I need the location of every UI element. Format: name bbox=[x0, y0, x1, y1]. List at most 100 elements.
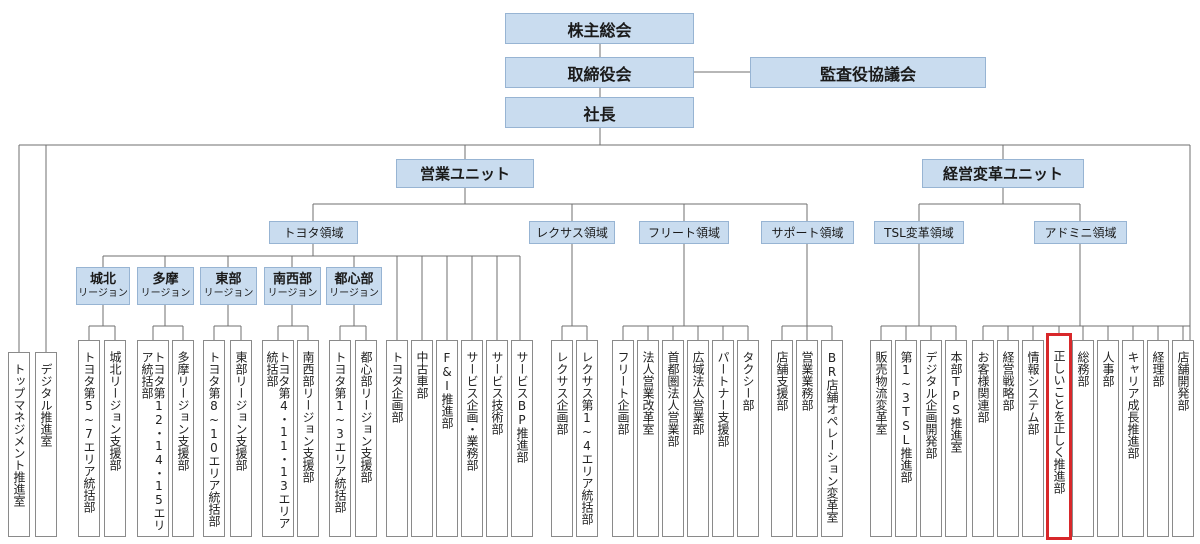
dept-label: お客様関連部 bbox=[976, 351, 990, 423]
dept-toyota-area-4-11-13: トヨタ第4・11・13エリア統括部 bbox=[262, 340, 294, 537]
dept-label: トヨタ第4・11・13エリア統括部 bbox=[265, 351, 291, 529]
dept-label: BR店舗オペレーション変革室 bbox=[825, 351, 839, 523]
fleet-domain-box: フリート領域 bbox=[639, 221, 729, 244]
dept-toyota-area-8-10: トヨタ第8~10エリア統括部 bbox=[203, 340, 225, 537]
dept-tobu-support: 東部リージョン支援部 bbox=[230, 340, 252, 537]
dept-label: 経営戦略部 bbox=[1001, 351, 1015, 411]
dept-taxi: タクシー部 bbox=[737, 340, 759, 537]
dept-br-store-ops: BR店舗オペレーション変革室 bbox=[821, 340, 843, 537]
dept-service-bp: サービスBP推進部 bbox=[511, 340, 533, 537]
tsl-domain-label: TSL変革領域 bbox=[884, 226, 954, 240]
transformation-unit-box: 経営変革ユニット bbox=[922, 159, 1084, 188]
dept-label: トヨタ第8~10エリア統括部 bbox=[207, 351, 221, 527]
region-name: 都心部 bbox=[334, 271, 374, 287]
region-box-johoku: 城北 リージョン bbox=[76, 267, 130, 305]
tsl-domain-box: TSL変革領域 bbox=[874, 221, 964, 244]
dept-label: 情報システム部 bbox=[1026, 351, 1040, 435]
dept-metro-corporate: 首都圏法人営業部 bbox=[662, 340, 684, 537]
dept-lexus-planning: レクサス企画部 bbox=[551, 340, 573, 537]
dept-service-tech: サービス技術部 bbox=[486, 340, 508, 537]
sales-unit-label: 営業ユニット bbox=[419, 165, 510, 183]
dept-label: 店舗開発部 bbox=[1176, 351, 1190, 411]
dept-career-growth: キャリア成長推進部 bbox=[1122, 340, 1144, 537]
support-domain-label: サポート領域 bbox=[771, 226, 844, 240]
board-box: 取締役会 bbox=[505, 57, 694, 88]
dept-label: 中古車部 bbox=[415, 351, 429, 399]
dept-corporate-strategy: 経営戦略部 bbox=[997, 340, 1019, 537]
lexus-domain-box: レクサス領域 bbox=[529, 221, 615, 244]
dept-label: サービスBP推進部 bbox=[515, 351, 529, 463]
dept-label: 城北リージョン支援部 bbox=[108, 351, 122, 471]
dept-label: 都心部リージョン支援部 bbox=[359, 351, 373, 483]
dept-label: サービス技術部 bbox=[490, 351, 504, 435]
dept-human-resources: 人事部 bbox=[1097, 340, 1119, 537]
dept-partner-support: パートナー支援部 bbox=[712, 340, 734, 537]
dept-label: トヨタ第5~7エリア統括部 bbox=[82, 351, 96, 513]
dept-label: 店舗支援部 bbox=[775, 351, 789, 411]
dept-general-affairs: 総務部 bbox=[1072, 340, 1094, 537]
dept-label: レクサス企画部 bbox=[555, 351, 569, 435]
dept-do-right-things-right: 正しいことを正しく推進部 bbox=[1046, 333, 1072, 540]
region-sub: リージョン bbox=[78, 287, 128, 299]
dept-toyota-area-5-7: トヨタ第5~7エリア統括部 bbox=[78, 340, 100, 537]
sales-unit-box: 営業ユニット bbox=[396, 159, 534, 188]
region-name: 城北 bbox=[89, 271, 116, 287]
dept-label: F&I推進部 bbox=[440, 351, 454, 429]
dept-label: 広域法人営業部 bbox=[691, 351, 705, 435]
shareholders-meeting-label: 株主総会 bbox=[567, 20, 632, 40]
region-name: 南西部 bbox=[272, 271, 312, 287]
dept-tsl-1-3: 第1~3TSL推進部 bbox=[895, 340, 917, 537]
region-sub: リージョン bbox=[203, 287, 254, 299]
dept-label: トヨタ企画部 bbox=[390, 351, 404, 423]
dept-label: パートナー支援部 bbox=[716, 351, 730, 447]
dept-wide-area-corporate: 広域法人営業部 bbox=[687, 340, 709, 537]
dept-label: デジタル企画開発部 bbox=[924, 351, 938, 459]
dept-information-systems: 情報システム部 bbox=[1022, 340, 1044, 537]
region-name: 東部 bbox=[215, 271, 242, 287]
dept-label: 販売物流変革室 bbox=[874, 351, 888, 435]
dept-used-cars: 中古車部 bbox=[411, 340, 433, 537]
dept-label: 営業業務部 bbox=[800, 351, 814, 411]
dept-accounting: 経理部 bbox=[1147, 340, 1169, 537]
dept-label: キャリア成長推進部 bbox=[1126, 351, 1140, 459]
dept-store-support: 店舗支援部 bbox=[771, 340, 793, 537]
dept-tama-support: 多摩リージョン支援部 bbox=[172, 340, 194, 537]
dept-nanseibu-support: 南西部リージョン支援部 bbox=[297, 340, 319, 537]
dept-service-planning: サービス企画・業務部 bbox=[461, 340, 483, 537]
auditors-board-label: 監査役協議会 bbox=[819, 64, 916, 84]
president-box: 社長 bbox=[505, 97, 694, 128]
admin-domain-label: アドミニ領域 bbox=[1044, 226, 1117, 240]
dept-toshinbu-support: 都心部リージョン支援部 bbox=[355, 340, 377, 537]
dept-label: 首都圏法人営業部 bbox=[666, 351, 680, 447]
dept-label: 法人営業改革室 bbox=[641, 351, 655, 435]
dept-fi: F&I推進部 bbox=[436, 340, 458, 537]
dept-digital: デジタル推進室 bbox=[35, 352, 57, 537]
shareholders-meeting-box: 株主総会 bbox=[505, 13, 694, 44]
dept-label: 多摩リージョン支援部 bbox=[176, 351, 190, 471]
fleet-domain-label: フリート領域 bbox=[647, 226, 720, 240]
dept-digital-planning: デジタル企画開発部 bbox=[920, 340, 942, 537]
toyota-domain-label: トヨタ領域 bbox=[283, 226, 344, 240]
dept-lexus-area-1-4: レクサス第1~4エリア統括部 bbox=[576, 340, 598, 537]
dept-label: 第1~3TSL推進部 bbox=[899, 351, 913, 483]
region-box-tobu: 東部 リージョン bbox=[200, 267, 257, 305]
board-label: 取締役会 bbox=[567, 64, 632, 84]
dept-store-development: 店舗開発部 bbox=[1172, 340, 1194, 537]
dept-johoku-support: 城北リージョン支援部 bbox=[104, 340, 126, 537]
dept-label: 本部TPS推進室 bbox=[949, 351, 963, 453]
dept-label: 南西部リージョン支援部 bbox=[301, 351, 315, 483]
dept-label: サービス企画・業務部 bbox=[465, 351, 479, 471]
region-sub: リージョン bbox=[140, 287, 191, 299]
dept-label: フリート企画部 bbox=[616, 351, 630, 435]
dept-customer-relations: お客様関連部 bbox=[972, 340, 994, 537]
region-box-toshinbu: 都心部 リージョン bbox=[326, 267, 382, 305]
dept-label: 人事部 bbox=[1101, 351, 1115, 387]
dept-label: レクサス第1~4エリア統括部 bbox=[580, 351, 594, 525]
president-label: 社長 bbox=[583, 104, 616, 124]
dept-label: 正しいことを正しく推進部 bbox=[1052, 350, 1066, 494]
dept-label: デジタル推進室 bbox=[39, 363, 53, 447]
dept-fleet-planning: フリート企画部 bbox=[612, 340, 634, 537]
dept-toyota-area-1-3: トヨタ第1~3エリア統括部 bbox=[329, 340, 351, 537]
dept-label: 総務部 bbox=[1076, 351, 1090, 387]
